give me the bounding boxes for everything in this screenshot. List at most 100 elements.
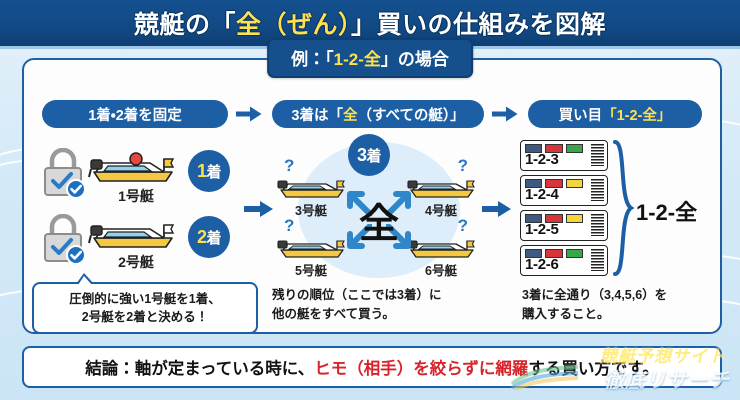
lock-check-icon bbox=[44, 148, 86, 198]
mini-boat-6: ? 6号艇 bbox=[402, 216, 480, 278]
flow-arrow-2 bbox=[482, 200, 512, 218]
ticket-4: 1-2-6 bbox=[520, 245, 608, 276]
title-bar: 競艇の「全（ぜん）」買いの仕組みを図解 bbox=[0, 0, 740, 46]
conclusion-highlight: ヒモ（相手）を絞らずに網羅 bbox=[314, 360, 529, 378]
step-header-2-highlight: 全 bbox=[342, 107, 358, 124]
boat-1-icon bbox=[88, 152, 175, 182]
diagram-arrow-to-boat4 bbox=[385, 182, 420, 217]
diagram-arrow-to-boat3 bbox=[338, 182, 373, 217]
mini-boat-4: ? 4号艇 bbox=[402, 156, 480, 218]
arrow-right-icon bbox=[244, 201, 273, 217]
ticket-3-bar-2 bbox=[545, 214, 563, 223]
question-mark-5: ? bbox=[284, 216, 295, 235]
step-header-1-text: 1着・2着を固定 bbox=[88, 107, 182, 124]
rank-badge-3-number: 3 bbox=[356, 144, 367, 165]
ticket-2-number: 1-2-4 bbox=[525, 186, 559, 203]
ticket-3: 1-2-5 bbox=[520, 210, 608, 241]
page-title-highlight: 全（ぜん） bbox=[235, 11, 351, 39]
arrow-down-left-icon bbox=[347, 223, 373, 249]
rank-badge-1-number: 1 bbox=[196, 160, 207, 181]
question-mark-3: ? bbox=[284, 156, 295, 175]
step-header-2: 3着は「全（すべての艇）」 bbox=[272, 100, 484, 128]
center-zen-kanji: 全 bbox=[359, 201, 399, 247]
ticket-1-number: 1-2-3 bbox=[525, 151, 559, 168]
ticket-2-color-bars bbox=[525, 179, 583, 188]
step-header-2-before: 3着は「 bbox=[291, 107, 343, 124]
example-pill-highlight: 1-2-全 bbox=[333, 50, 381, 69]
column3-caption: 3着に全通り（3,4,5,6）を 購入すること。 bbox=[522, 286, 727, 324]
boat-label-2: 2号艇 bbox=[118, 254, 154, 270]
header-arrow-2 bbox=[492, 106, 518, 122]
conclusion-banner: 結論：軸が定まっている時に、ヒモ（相手）を絞らずに網羅する買い方です。 bbox=[22, 346, 722, 388]
arrow-up-right-icon bbox=[385, 191, 411, 217]
barcode-icon bbox=[591, 214, 604, 236]
speech-bubble-column1: 圧倒的に強い1号艇を1着、 2号艇を2着と決める！ bbox=[32, 273, 258, 334]
example-pill-before: 例：「 bbox=[291, 50, 334, 69]
column2-caption: 残りの順位（ここでは3着）に 他の艇をすべて買う。 bbox=[272, 286, 492, 324]
column2-caption-line-1: 残りの順位（ここでは3着）に bbox=[272, 288, 442, 302]
mini-boat-3: ? 3号艇 bbox=[272, 156, 350, 218]
boat-3-icon bbox=[277, 180, 345, 198]
ticket-2-bar-2 bbox=[545, 179, 563, 188]
bubble-line-1: 圧倒的に強い1号艇を1着、 bbox=[69, 291, 221, 306]
mini-boat-5: ? 5号艇 bbox=[272, 216, 350, 278]
ticket-1: 1-2-3 bbox=[520, 140, 608, 171]
question-mark-4: ? bbox=[457, 156, 468, 175]
ticket-3-bar-1 bbox=[525, 214, 543, 223]
example-pill-after: 」の場合 bbox=[380, 50, 449, 69]
ticket-3-color-bars bbox=[525, 214, 583, 223]
arrow-right-icon bbox=[492, 106, 518, 122]
ticket-4-bar-2 bbox=[545, 249, 563, 258]
diagram-arrow-to-boat6 bbox=[385, 223, 420, 258]
bubble-line-2: 2号艇を2着と決める！ bbox=[81, 310, 209, 324]
question-mark-6: ? bbox=[457, 216, 468, 235]
column3-caption-line-2: 購入すること。 bbox=[522, 306, 610, 321]
column3-caption-line-1: 3着に全通り（3,4,5,6）を bbox=[522, 288, 668, 302]
mini-boat-3-label: 3号艇 bbox=[295, 204, 327, 218]
ticket-4-number: 1-2-6 bbox=[525, 256, 559, 273]
flow-arrow-1 bbox=[244, 200, 274, 218]
step-header-2-after: （すべての艇）」 bbox=[357, 107, 465, 124]
step-header-1: 1着・2着を固定 bbox=[42, 100, 228, 128]
rank-badge-3-suffix: 着 bbox=[366, 147, 382, 165]
step-header-3-before: 買い目 bbox=[558, 107, 603, 124]
arrow-up-left-icon bbox=[347, 191, 373, 217]
ticket-4-bar-1 bbox=[525, 249, 543, 258]
column2-caption-line-2: 他の艇をすべて買う。 bbox=[272, 306, 395, 321]
ticket-3-bar-3 bbox=[565, 214, 583, 223]
ticket-2-bar-1 bbox=[525, 179, 543, 188]
mini-boat-4-label: 4号艇 bbox=[425, 204, 457, 218]
ticket-1-bar-1 bbox=[525, 144, 543, 153]
barcode-icon bbox=[591, 144, 604, 166]
barcode-icon bbox=[591, 249, 604, 271]
tickets-column: 1-2-3 1-2-4 1-2-5 bbox=[520, 140, 710, 280]
arrow-down-right-icon bbox=[385, 223, 411, 249]
mini-boat-6-label: 6号艇 bbox=[425, 264, 457, 278]
result-combination-label: 1-2-全 bbox=[636, 200, 698, 225]
step-header-3: 買い目「1-2-全」 bbox=[528, 100, 702, 128]
rank-badge-2-number: 2 bbox=[196, 226, 207, 247]
diagram-arrow-to-boat5 bbox=[338, 223, 373, 258]
arrow-right-icon bbox=[236, 106, 262, 122]
arrow-right-icon bbox=[482, 201, 511, 217]
mini-boat-5-label: 5号艇 bbox=[295, 264, 327, 278]
example-pill: 例：「1-2-全」の場合 bbox=[267, 38, 473, 78]
barcode-icon bbox=[591, 179, 604, 201]
boat-4-icon bbox=[407, 180, 475, 198]
page-title-after: 」買いの仕組みを図解 bbox=[351, 11, 607, 39]
ticket-2: 1-2-4 bbox=[520, 175, 608, 206]
conclusion-after: する買い方です。 bbox=[528, 360, 659, 378]
ticket-3-number: 1-2-5 bbox=[525, 221, 559, 238]
ticket-1-color-bars bbox=[525, 144, 583, 153]
ticket-2-bar-3 bbox=[565, 179, 583, 188]
page-title: 競艇の「全（ぜん）」買いの仕組みを図解 bbox=[134, 5, 606, 41]
step-header-3-highlight: 「1-2-全」 bbox=[602, 107, 672, 124]
header-arrow-1 bbox=[236, 106, 262, 122]
lock-check-icon bbox=[44, 214, 86, 264]
